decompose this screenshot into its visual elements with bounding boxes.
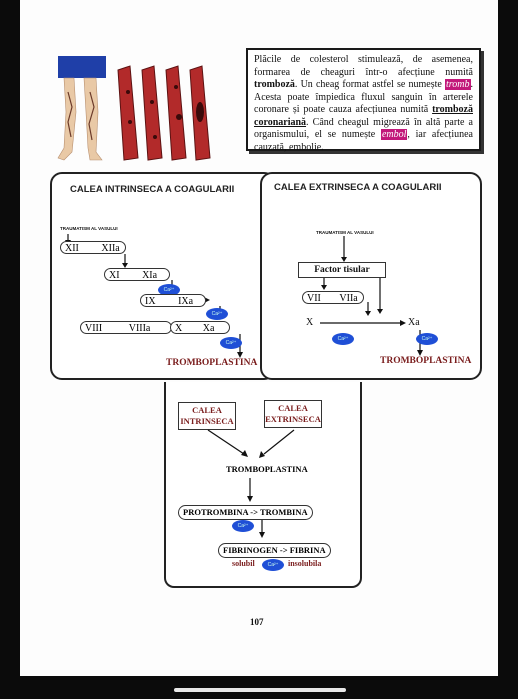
blood-vessels-illustration: [112, 62, 212, 162]
factor-viia: VIIa: [339, 293, 358, 304]
extrinsic-trauma-label: TRAUMATISM AL VASULUI: [316, 230, 374, 235]
factor-viiia: VIIIa: [128, 323, 151, 334]
extrinsic-factor-x: X: [306, 317, 314, 328]
note-highlight-thrombus: tromb: [444, 79, 471, 90]
factor-x: X: [175, 323, 183, 334]
common-arrows: [207, 429, 295, 538]
factor-xi-pill: XI XIa: [104, 268, 170, 281]
factor-vii-pill: VII VIIa: [302, 291, 364, 304]
factor-xiia: XIIa: [101, 243, 120, 254]
extrinsic-arrows: [320, 236, 423, 356]
common-intrinsic-label: CALEA INTRINSECA: [178, 402, 236, 430]
factor-vii: VII: [307, 293, 321, 304]
intrinsic-title: CALEA INTRINSECA A COAGULARII: [70, 184, 235, 195]
note-highlight-embolus: embol: [380, 129, 408, 140]
calcium-badge-1: Ca²⁺: [158, 284, 180, 296]
calcium-badge-5: Ca²⁺: [416, 333, 438, 345]
page-number: 107: [250, 617, 264, 627]
note-text-3: . Acesta poate împiedica fluxul sanguin …: [254, 79, 473, 115]
note-text-5: , iar afecțiunea cauzată, embolie.: [254, 129, 473, 153]
extrinsic-title: CALEA EXTRINSECA A COAGULARII: [274, 182, 442, 193]
insoluble-label: insolubila: [288, 559, 322, 568]
factor-ix: IX: [145, 296, 156, 307]
info-note-box: Plăcile de colesterol stimulează, de ase…: [246, 48, 481, 153]
calcium-badge-2: Ca²⁺: [206, 308, 228, 320]
factor-xa: Xa: [202, 323, 215, 334]
note-term-coronary: tromboză coronariană: [254, 104, 473, 128]
soluble-label: solubil: [232, 559, 255, 568]
factor-x-pill: X Xa: [170, 321, 230, 334]
varicose-leg-illustration: [56, 52, 108, 162]
factor-xii: XII: [65, 243, 79, 254]
factor-ix-pill: IX IXa: [140, 294, 206, 307]
tissue-factor-box: Factor tisular: [298, 262, 386, 278]
fibrinogen-fibrin-pill: FIBRINOGEN -> FIBRINA: [218, 543, 331, 558]
note-term-thrombosis: tromboză: [254, 79, 295, 90]
home-indicator[interactable]: [174, 688, 346, 692]
extrinsic-factor-xa: Xa: [408, 317, 420, 328]
calcium-badge-3: Ca²⁺: [220, 337, 242, 349]
factor-ixa: IXa: [178, 296, 194, 307]
note-text-4: . Când cheagul migrează în altă parte a …: [254, 116, 473, 141]
calcium-badge-4: Ca²⁺: [332, 333, 354, 345]
intrinsic-trauma-label: TRAUMATISM AL VASULUI: [60, 226, 118, 231]
calcium-badge-6: Ca²⁺: [232, 520, 254, 532]
common-extrinsic-label: CALEA EXTRINSECA: [264, 400, 322, 428]
note-text-2: . Un cheag format astfel se numește: [294, 79, 442, 90]
factor-viii: VIII: [85, 323, 103, 334]
intrinsic-result: TROMBOPLASTINA: [166, 358, 258, 368]
prothrombin-thrombin-pill: PROTROMBINA -> TROMBINA: [178, 505, 313, 520]
calcium-badge-7: Ca²⁺: [262, 559, 284, 571]
factor-xi: XI: [109, 270, 120, 281]
extrinsic-result: TROMBOPLASTINA: [380, 356, 472, 366]
factor-xia: XIa: [142, 270, 158, 281]
document-page: Plăcile de colesterol stimulează, de ase…: [20, 0, 498, 676]
note-text-1: Plăcile de colesterol stimulează, de ase…: [254, 54, 473, 78]
common-thromboplastin: TROMBOPLASTINA: [226, 464, 308, 474]
factor-viii-pill: VIII VIIIa: [80, 321, 172, 334]
factor-xii-pill: XII XIIa: [60, 241, 126, 254]
